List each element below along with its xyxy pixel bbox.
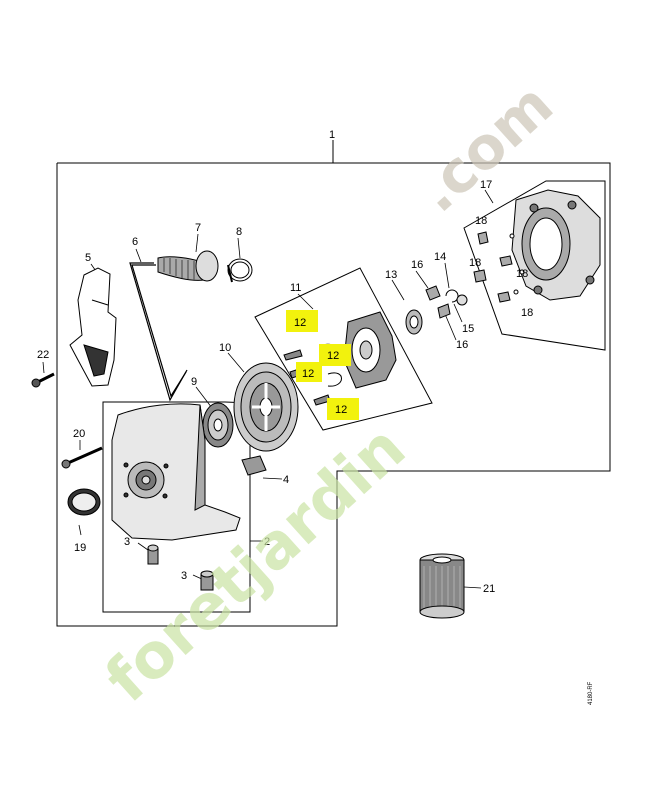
callout-16a: 16: [411, 259, 423, 271]
reference-code: 4180-RF: [588, 681, 594, 705]
callout-11: 11: [290, 282, 301, 294]
part-4-pawl: [241, 455, 267, 476]
part-18-clips: [473, 231, 525, 303]
callout-15: 15: [462, 323, 474, 335]
callout-12a: 12: [294, 317, 306, 329]
callout-5: 5: [85, 252, 91, 264]
part-13-washer: [405, 309, 423, 335]
callout-3b: 3: [181, 570, 187, 582]
callout-18a: 18: [475, 215, 487, 227]
callout-14: 14: [434, 251, 446, 263]
callout-12b: 12: [302, 368, 314, 380]
part-16-pawl: [425, 285, 451, 319]
part-22-screw: [31, 372, 55, 388]
watermark: foretjardin .com: [91, 70, 566, 716]
callout-8: 8: [236, 226, 242, 238]
callout-7: 7: [195, 222, 201, 234]
part-11-rotor-assembly: [283, 311, 397, 406]
part-17-housing: [511, 189, 601, 301]
callout-22: 22: [37, 349, 49, 361]
part-14-circlip: [445, 289, 459, 303]
leader-lines: [42, 189, 494, 589]
callout-12d: 12: [335, 404, 347, 416]
callout-18d: 18: [521, 307, 533, 319]
callout-6: 6: [132, 236, 138, 248]
part-5-guide-plate: [69, 267, 117, 387]
part-15-washer: [456, 294, 468, 306]
callout-19: 19: [74, 542, 86, 554]
callout-2: 2: [264, 536, 270, 548]
part-21-rope-spool: [419, 553, 465, 619]
callout-4: 4: [283, 474, 289, 486]
callout-21: 21: [483, 583, 495, 595]
callout-16b: 16: [456, 339, 468, 351]
part-10-rope-rotor: [233, 362, 299, 452]
callout-18c: 18: [516, 268, 528, 280]
part-9-spring: [202, 402, 234, 448]
part-8-ring: [227, 258, 253, 283]
callout-20: 20: [73, 428, 85, 440]
callout-12c: 12: [327, 350, 339, 362]
part-7-handle: [157, 250, 219, 282]
callout-10: 10: [219, 342, 231, 354]
callout-17: 17: [480, 179, 492, 191]
highlight-boxes: [286, 310, 359, 420]
callout-13: 13: [385, 269, 397, 281]
callout-9: 9: [191, 376, 197, 388]
callout-18b: 18: [469, 257, 481, 269]
callout-1: 1: [329, 129, 335, 141]
assembly-frame: [56, 140, 611, 627]
part-3-buffer: [147, 544, 214, 591]
part-20-screw: [61, 446, 103, 469]
part-6-wire: [129, 262, 188, 402]
callout-3a: 3: [124, 536, 130, 548]
part-19-decal: [67, 488, 101, 516]
part-2-starter-cover: [111, 403, 241, 541]
callout-labels: 1 2 3 3 4 5 6 7 8 9 10 11 12 12 12 12 13…: [37, 129, 533, 595]
